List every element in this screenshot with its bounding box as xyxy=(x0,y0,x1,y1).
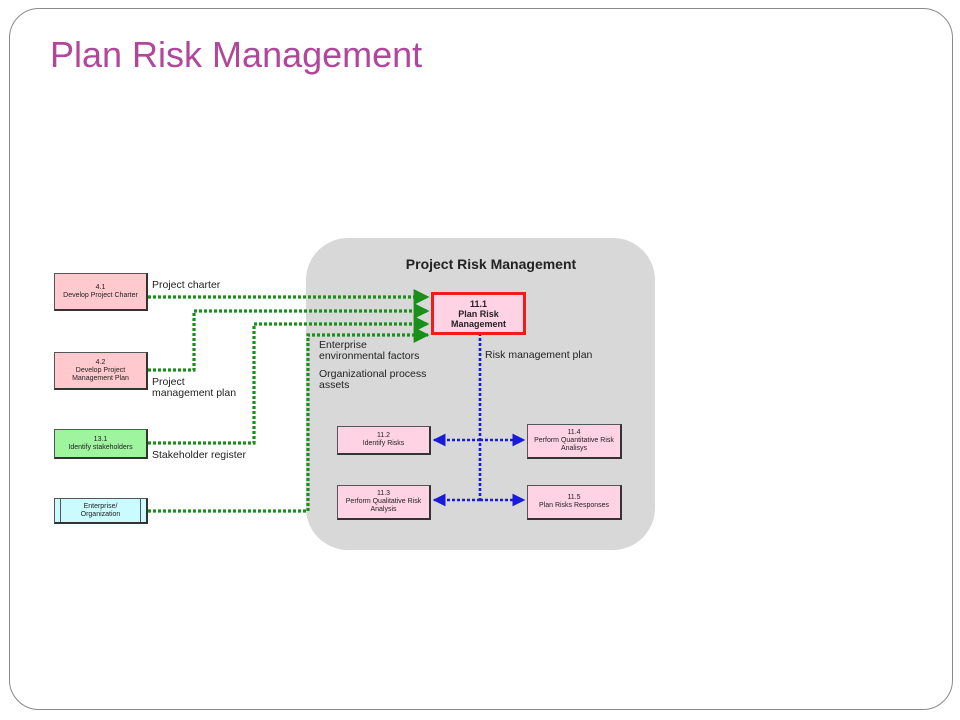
process-number: 11.5 xyxy=(567,494,581,501)
process-name: Identify stakeholders xyxy=(68,443,133,451)
label-project-management-plan: Project management plan xyxy=(152,377,236,399)
label-line: Enterprise xyxy=(319,339,367,351)
enterprise-name: Enterprise/ Organization xyxy=(80,502,121,518)
process-number: 11.1 xyxy=(469,298,488,309)
process-number: 4.1 xyxy=(95,283,106,291)
process-name: Develop Project Charter xyxy=(63,291,138,299)
process-identify-risks: 11.2 Identify Risks xyxy=(337,426,431,455)
label-enterprise-environmental-factors: Enterprise environmental factors xyxy=(319,340,419,362)
panel-title: Project Risk Management xyxy=(405,256,577,272)
process-plan-risk-responses: 11.5 Plan Risks Responses xyxy=(527,485,622,520)
process-number: 11.4 xyxy=(567,429,581,436)
process-name: Plan Risk Management xyxy=(450,308,506,329)
process-name: Plan Risks Responses xyxy=(538,502,610,509)
process-name: Perform Quantitative Risk Analisys xyxy=(534,437,614,452)
enterprise-organization-box: Enterprise/ Organization xyxy=(54,498,148,524)
flow-stakeholder-register xyxy=(148,316,430,445)
slide-title: Plan Risk Management xyxy=(50,34,423,75)
flow-pm-plan xyxy=(148,303,430,372)
label-line: management plan xyxy=(152,387,237,399)
process-quantitative-analysis: 11.4 Perform Quantitative Risk Analisys xyxy=(527,424,622,459)
label-stakeholder-register: Stakeholder register xyxy=(152,449,246,461)
process-name: Perform Qualitative Risk Analysis xyxy=(345,498,422,513)
flow-enterprise-factors xyxy=(148,327,430,513)
process-develop-project-charter: 4.1 Develop Project Charter xyxy=(54,273,148,311)
label-line: assets xyxy=(319,379,350,391)
label-risk-management-plan: Risk management plan xyxy=(485,349,593,361)
process-number: 13.1 xyxy=(93,435,108,443)
process-name: Identify Risks xyxy=(362,440,405,447)
process-qualitative-analysis: 11.3 Perform Qualitative Risk Analysis xyxy=(337,485,431,520)
process-name: Develop Project Management Plan xyxy=(72,366,129,382)
process-number: 4.2 xyxy=(95,358,106,366)
label-line: environmental factors xyxy=(319,350,420,362)
process-number: 11.2 xyxy=(376,432,391,439)
label-line: Organizational process xyxy=(319,368,427,380)
label-line: Project xyxy=(152,376,185,388)
process-plan-risk-management: 11.1 Plan Risk Management xyxy=(431,292,526,335)
process-number: 11.3 xyxy=(376,490,391,497)
label-organizational-process-assets: Organizational process assets xyxy=(319,369,426,391)
label-project-charter: Project charter xyxy=(152,279,221,291)
process-identify-stakeholders: 13.1 Identify stakeholders xyxy=(54,429,148,459)
process-develop-pm-plan: 4.2 Develop Project Management Plan xyxy=(54,352,148,390)
